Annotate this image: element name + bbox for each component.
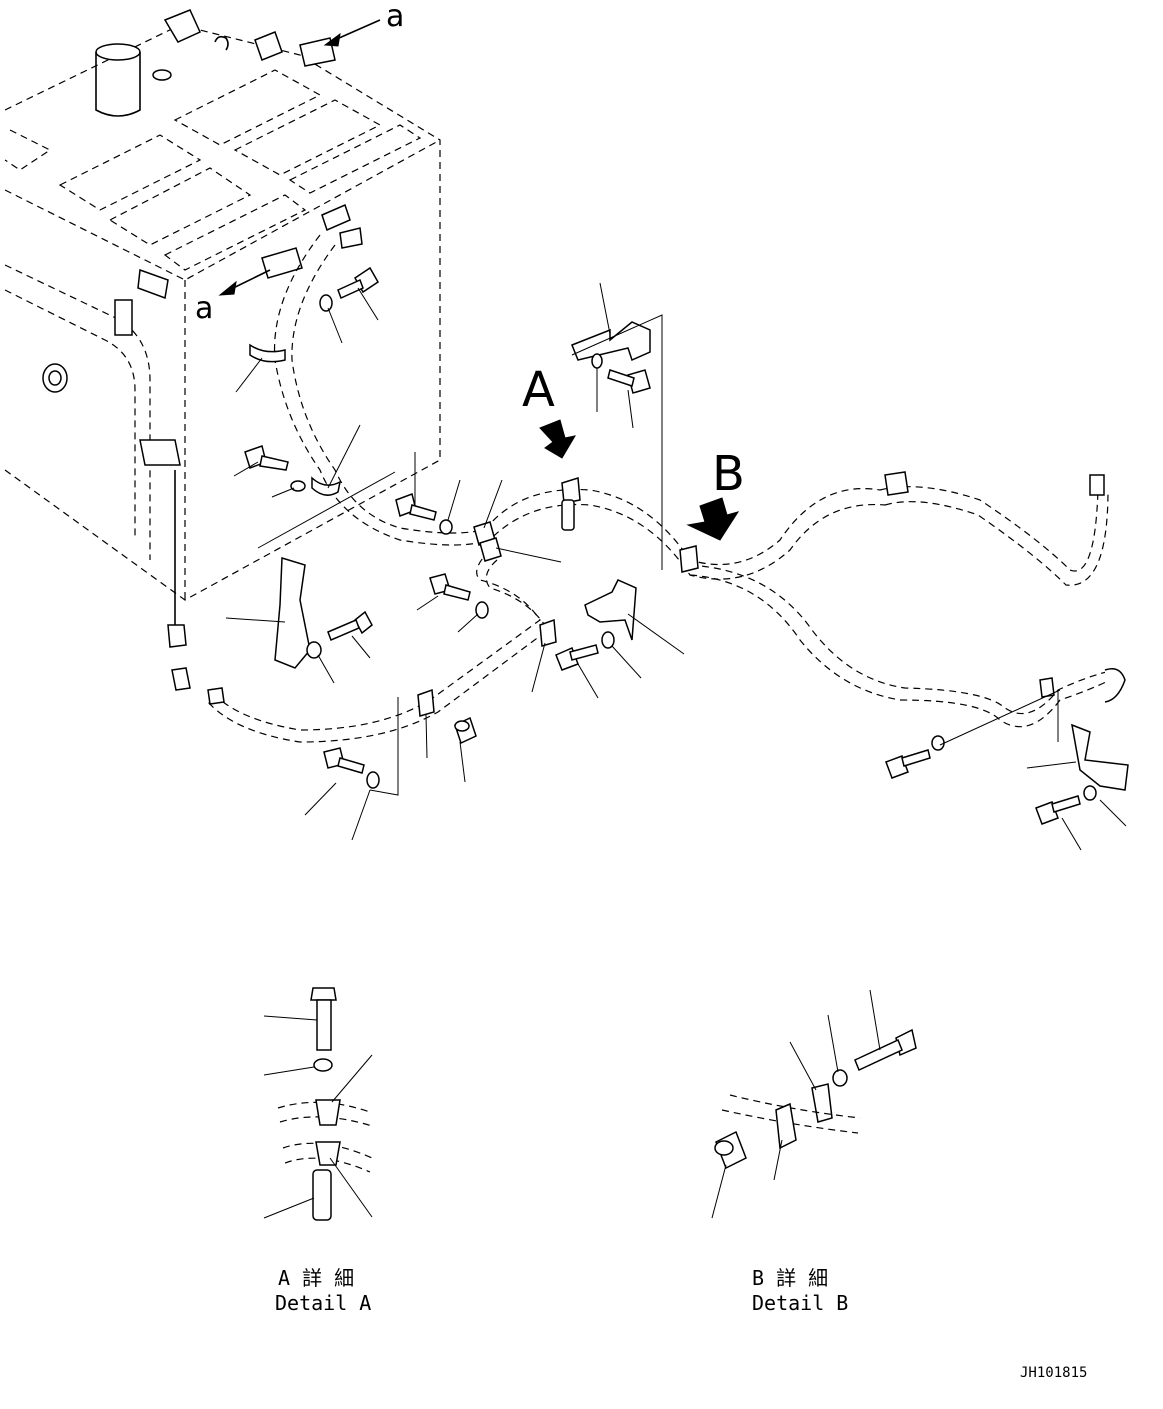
mount-pad-icon — [163, 9, 201, 43]
bracket-icon — [114, 299, 133, 336]
arrow-down-icon — [686, 497, 740, 541]
clamp-icon — [249, 343, 286, 363]
bracket-icon — [571, 321, 651, 362]
clamp-icon — [417, 688, 435, 717]
fitting-icon — [171, 667, 191, 691]
detail-a-caption-en: Detail A — [275, 1291, 371, 1315]
level-gauge-icon — [42, 363, 68, 393]
bolt-icon — [854, 1028, 917, 1072]
leader-lines — [225, 282, 1127, 851]
washer-icon — [313, 1058, 333, 1072]
spacer-icon — [312, 1169, 332, 1221]
hose-assembly — [167, 203, 1126, 743]
washer-icon — [439, 519, 453, 535]
hose-end-fitting-icon — [1104, 668, 1126, 703]
spacer-icon — [714, 1130, 747, 1170]
bolt-icon — [323, 747, 365, 774]
detail-a-caption-jp: A 詳 細 — [278, 1266, 354, 1290]
bolt-icon — [395, 493, 437, 521]
spacers — [454, 499, 575, 745]
clamp-icon — [539, 618, 557, 647]
bolt-icon — [429, 573, 471, 601]
arrow-down-icon — [539, 419, 577, 459]
clamp-icon — [315, 1099, 341, 1126]
fitting-icon — [167, 624, 187, 648]
washers — [290, 294, 1097, 801]
washer-icon — [366, 771, 380, 789]
clamp-icon — [775, 1102, 797, 1150]
hose-end-fitting-icon — [884, 471, 909, 496]
washer-icon — [1083, 785, 1097, 801]
spacer-icon — [561, 499, 575, 531]
fitting-icon — [207, 687, 225, 705]
clamp-icon — [311, 476, 342, 496]
view-arrow-a-top: a — [299, 0, 404, 67]
brackets — [274, 321, 1129, 791]
detail-b-marker-label: B — [712, 446, 745, 502]
bolt-icon — [327, 610, 373, 641]
tank-body — [4, 9, 441, 601]
clamp-icon — [561, 477, 581, 504]
bolt-icon — [555, 644, 599, 671]
hose-end-fitting-icon — [321, 203, 351, 232]
bolts — [244, 266, 1081, 825]
view-label-a-2: a — [195, 291, 213, 326]
hose-end-fitting-icon — [1089, 474, 1105, 496]
filler-cap-icon — [95, 43, 141, 117]
washer-icon — [832, 1069, 848, 1087]
washer-icon — [601, 631, 615, 649]
detail-b-caption-en: Detail B — [752, 1291, 848, 1315]
spacer-icon — [454, 716, 477, 745]
detail-b-caption-jp: B 詳 細 — [752, 1266, 828, 1290]
bracket-icon — [584, 579, 637, 641]
bolt-icon — [607, 369, 651, 394]
clamp-icon — [679, 545, 699, 573]
clamp-icon — [479, 537, 502, 562]
washer-icon — [319, 294, 333, 312]
bolt-icon — [310, 987, 337, 1051]
bracket-icon — [139, 439, 181, 466]
clamp-icon — [315, 1141, 341, 1166]
detail-marker-b: B — [686, 446, 745, 541]
bolt-icon — [1035, 795, 1081, 825]
bracket-icon — [137, 268, 169, 300]
hose-clamps — [249, 343, 1055, 717]
bracket-icon — [274, 557, 311, 669]
port-icon — [152, 69, 172, 81]
washer-icon — [475, 601, 489, 619]
clamp-icon — [1039, 677, 1055, 698]
bracket-icon — [1071, 723, 1129, 791]
detail-marker-a: A — [522, 362, 577, 459]
bolt-icon — [337, 266, 379, 300]
bolt-icon — [885, 749, 931, 779]
bolt-icon — [244, 445, 289, 471]
clamp-icon — [811, 1083, 833, 1123]
washer-icon — [306, 641, 322, 659]
mount-pad-icon — [254, 31, 283, 61]
washer-icon — [591, 353, 603, 369]
washer-icon — [290, 480, 306, 492]
hose-end-fitting-icon — [339, 227, 363, 249]
detail-a-view — [263, 987, 373, 1221]
drawing-id: JH101815 — [1020, 1365, 1087, 1381]
hook-icon — [214, 35, 229, 51]
view-arrow-a-side: a — [195, 247, 303, 326]
view-label-a: a — [386, 0, 404, 34]
washer-icon — [931, 735, 945, 751]
detail-b-view — [711, 989, 917, 1219]
detail-a-marker-label: A — [522, 362, 555, 418]
